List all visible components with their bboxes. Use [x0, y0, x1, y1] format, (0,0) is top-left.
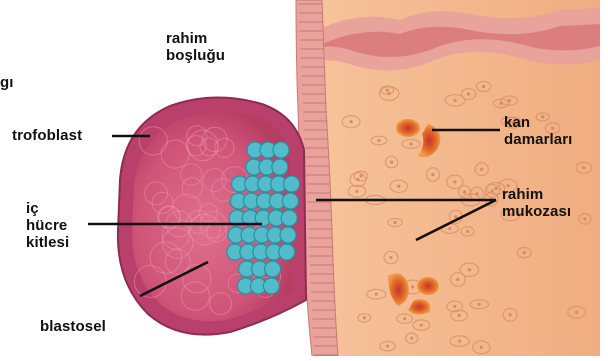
label-rahim-boslugu: rahim boşluğu — [166, 30, 225, 64]
inner-cell — [263, 278, 279, 294]
mucosa-cell-nucleus — [478, 303, 481, 306]
label-ic-hucre-kitlesi: iç hücre kitlesi — [26, 200, 69, 251]
mucosa-cell-nucleus — [386, 88, 389, 91]
mucosa-cell-nucleus — [458, 340, 461, 343]
mucosa-cell-nucleus — [448, 227, 451, 230]
mucosa-cell-nucleus — [359, 174, 362, 177]
mucosa-cell-nucleus — [523, 251, 526, 254]
mucosa-cell-nucleus — [482, 85, 485, 88]
mucosa-cell-nucleus — [375, 293, 378, 296]
mucosa-cell-nucleus — [386, 345, 389, 348]
mucosa-cell-nucleus — [453, 305, 456, 308]
inner-cell — [284, 176, 300, 192]
mucosa-cell-nucleus — [363, 316, 366, 319]
mucosa-cell-nucleus — [508, 313, 511, 316]
inner-cell — [280, 227, 296, 243]
mucosa-cell-nucleus — [397, 185, 400, 188]
mucosa-cell-nucleus — [356, 178, 359, 181]
label-edge-fragment: gı — [0, 74, 14, 91]
mucosa-cell-nucleus — [349, 120, 352, 123]
mucosa-cell-nucleus — [410, 337, 413, 340]
mucosa-cell-nucleus — [499, 102, 502, 105]
inner-cell — [273, 142, 289, 158]
mucosa-cell-nucleus — [403, 317, 406, 320]
mucosa-cell-nucleus — [463, 190, 466, 193]
mucosa-cell-nucleus — [393, 221, 396, 224]
label-trofoblast: trofoblast — [12, 127, 82, 144]
mucosa-cell-nucleus — [468, 268, 471, 271]
mucosa-cell-nucleus — [575, 311, 578, 314]
mucosa-cell-nucleus — [420, 323, 423, 326]
mucosa-cell-nucleus — [480, 168, 483, 171]
mucosa-cell-nucleus — [466, 230, 469, 233]
label-kan-damarlari: kan damarları — [504, 114, 572, 148]
label-blastosel: blastosel — [40, 318, 106, 335]
inner-cell — [265, 261, 281, 277]
inner-cell — [272, 159, 288, 175]
mucosa-cell-nucleus — [467, 92, 470, 95]
mucosa-cell-nucleus — [456, 278, 459, 281]
mucosa-cell-nucleus — [355, 190, 358, 193]
label-rahim-mukozasi: rahim mukozası — [502, 186, 571, 220]
mucosa-cell-nucleus — [583, 217, 586, 220]
mucosa-cell-nucleus — [377, 139, 380, 142]
mucosa-cell-nucleus — [389, 256, 392, 259]
mucosa-cell-nucleus — [454, 215, 457, 218]
inner-cell — [281, 210, 297, 226]
inner-cell — [282, 193, 298, 209]
inner-cell — [279, 244, 295, 260]
mucosa-cell-nucleus — [457, 314, 460, 317]
mucosa-cell-nucleus — [411, 285, 414, 288]
mucosa-cell-nucleus — [390, 160, 393, 163]
mucosa-cell-nucleus — [582, 166, 585, 169]
mucosa-cell-nucleus — [431, 173, 434, 176]
blastocyst — [118, 97, 306, 334]
mucosa-cell-nucleus — [494, 187, 497, 190]
mucosa-cell-nucleus — [453, 180, 456, 183]
mucosa-cell-nucleus — [480, 346, 483, 349]
mucosa-cell-nucleus — [453, 99, 456, 102]
mucosa-cell-nucleus — [409, 142, 412, 145]
